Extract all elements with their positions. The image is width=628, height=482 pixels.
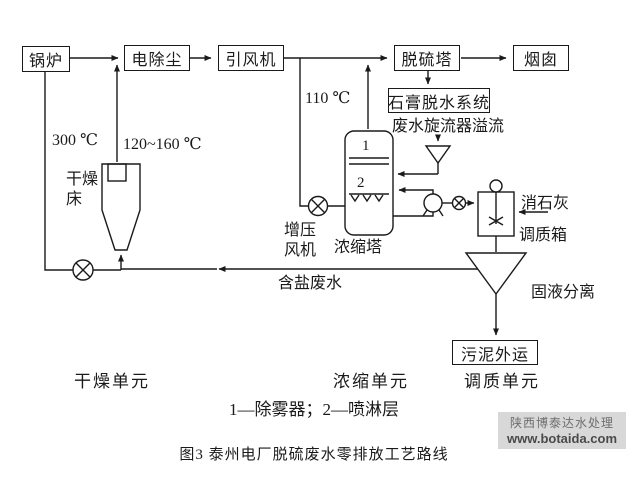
valve-cross <box>453 197 465 209</box>
box-boiler: 锅炉 <box>22 46 70 72</box>
label-slaked-lime: 消石灰 <box>521 195 570 212</box>
agitator-blades-icon <box>488 216 504 226</box>
box-fgd-tower: 脱硫塔 <box>394 45 460 71</box>
label-unit-drying: 干燥单元 <box>74 372 150 391</box>
concentration-tower-vessel <box>344 130 394 236</box>
arrow-recirc-into-tower <box>398 187 434 194</box>
label-solid-liquid-separation: 固液分离 <box>531 284 596 301</box>
solid-liquid-separator <box>121 252 528 336</box>
box-sludge-transport: 污泥外运 <box>452 340 538 365</box>
fan-blades <box>75 262 91 278</box>
label-temp-300c: 300 ℃ <box>52 132 98 149</box>
flue-gas-duct-lines <box>70 55 507 207</box>
demister-layers <box>349 157 389 165</box>
label-conditioning-tank: 调质箱 <box>519 227 568 244</box>
drying-bed-vessel <box>101 163 141 251</box>
hot-air-fan-icon <box>44 72 124 281</box>
agitator-motor-icon <box>489 179 503 193</box>
label-temp-110c: 110 ℃ <box>305 90 351 107</box>
box-electrostatic-precipitator: 电除尘 <box>124 45 190 71</box>
box-stack: 烟囱 <box>513 45 569 71</box>
pump-legs <box>422 209 444 217</box>
spray-nozzles <box>350 194 384 203</box>
booster-fan-icon <box>307 195 329 217</box>
figure-caption: 图3 泰州电厂脱硫废水零排放工艺路线 <box>179 447 449 463</box>
separator-funnel-icon <box>464 252 528 296</box>
label-booster-fan: 增压风机 <box>284 222 317 259</box>
conditioning-tank-vessel <box>477 179 548 252</box>
label-temp-120-160c: 120~160 ℃ <box>123 136 202 153</box>
label-wastewater-cyclone-overflow: 废水旋流器溢流 <box>392 118 505 135</box>
label-unit-conditioning: 调质单元 <box>464 372 540 391</box>
label-salty-wastewater: 含盐废水 <box>278 275 343 292</box>
cyclone-funnel-icon <box>424 145 452 165</box>
label-demister-number-1: 1 <box>362 138 370 154</box>
pump-and-transfer-lines <box>393 187 475 217</box>
cyclone-overflow-branch <box>397 134 452 177</box>
label-unit-concentration: 浓缩单元 <box>333 372 409 391</box>
watermark-company-name: 陕西博泰达水处理 <box>509 416 614 430</box>
watermark-website-url: www.botaida.com <box>506 431 618 446</box>
label-drying-bed: 干燥床 <box>66 171 99 208</box>
watermark: 陕西博泰达水处理 www.botaida.com <box>498 412 626 449</box>
hot-air-300c-line <box>44 72 73 271</box>
fan-blades <box>310 198 326 214</box>
tower-bottom-suction-line <box>393 212 434 217</box>
figure-legend: 1—除雾器；2—喷淋层 <box>229 400 399 419</box>
drying-bed-inlet <box>107 163 127 182</box>
branch-110c-line <box>299 58 308 207</box>
pump-icon <box>423 193 443 213</box>
box-induced-draft-fan: 引风机 <box>218 45 284 71</box>
label-spray-layer-number-2: 2 <box>357 175 365 191</box>
label-concentration-tower: 浓缩塔 <box>334 239 383 256</box>
tower-shell <box>344 130 394 236</box>
box-gypsum-dewatering-system: 石膏脱水系统 <box>388 88 490 113</box>
drying-bed-body <box>101 163 141 251</box>
